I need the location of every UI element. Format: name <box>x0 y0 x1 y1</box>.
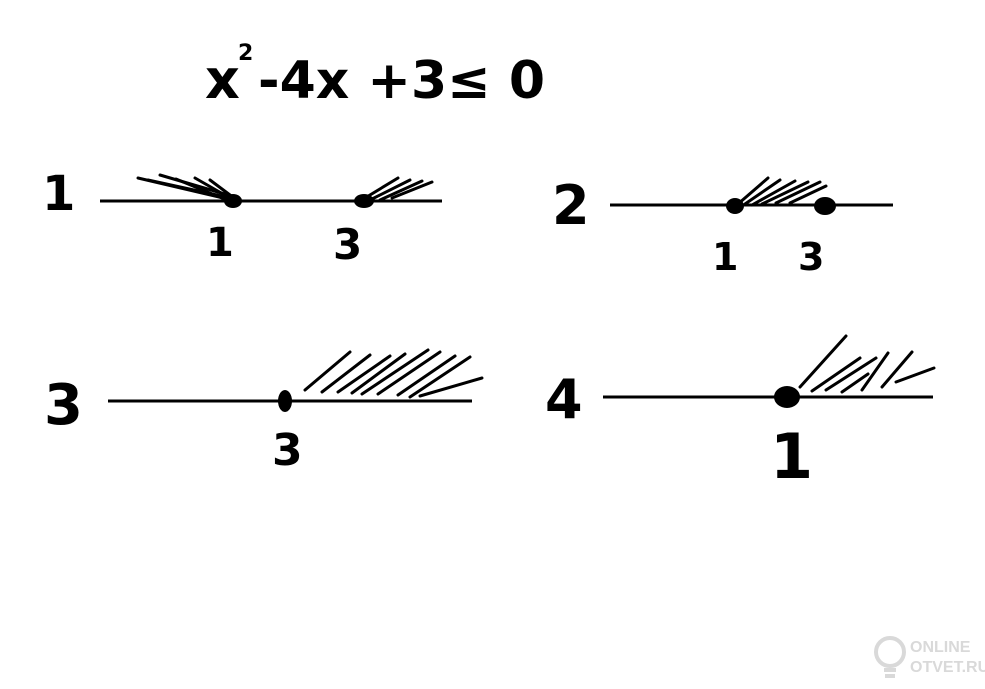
hatching-right <box>363 176 434 202</box>
point-label: 1 <box>712 235 738 279</box>
watermark-line2: OTVET.RU <box>910 659 985 676</box>
watermark: ONLINE OTVET.RU <box>874 636 985 678</box>
point-1 <box>774 386 800 408</box>
option-2: 2 1 3 <box>552 174 893 279</box>
point-label: 1 <box>206 220 234 266</box>
inequality: x 2 -4x +3≤ 0 <box>205 41 545 111</box>
point-3 <box>278 390 292 412</box>
option-label: 2 <box>552 174 590 237</box>
point-3 <box>814 197 836 215</box>
option-label: 3 <box>44 373 83 438</box>
option-label: 4 <box>545 368 583 431</box>
option-label: 1 <box>42 166 75 222</box>
lightbulb-icon <box>874 636 906 678</box>
point-1 <box>224 194 242 208</box>
point-label: 3 <box>798 235 824 279</box>
hatching-between <box>736 176 828 207</box>
hatching-left <box>136 173 236 202</box>
option-3: 3 3 <box>44 348 484 476</box>
option-4: 4 1 <box>545 334 936 493</box>
equation-base: x <box>205 48 240 111</box>
point-1 <box>726 198 744 214</box>
point-label: 3 <box>272 425 303 476</box>
hatching-right <box>303 348 484 399</box>
point-label: 3 <box>333 220 362 269</box>
option-1: 1 1 3 <box>42 166 442 269</box>
hatching-right <box>798 334 936 394</box>
point-3 <box>354 194 374 208</box>
watermark-line1: ONLINE <box>910 639 971 656</box>
equation-rest: -4x +3≤ 0 <box>258 51 545 111</box>
equation-exponent: 2 <box>238 41 253 66</box>
point-label: 1 <box>770 420 813 493</box>
